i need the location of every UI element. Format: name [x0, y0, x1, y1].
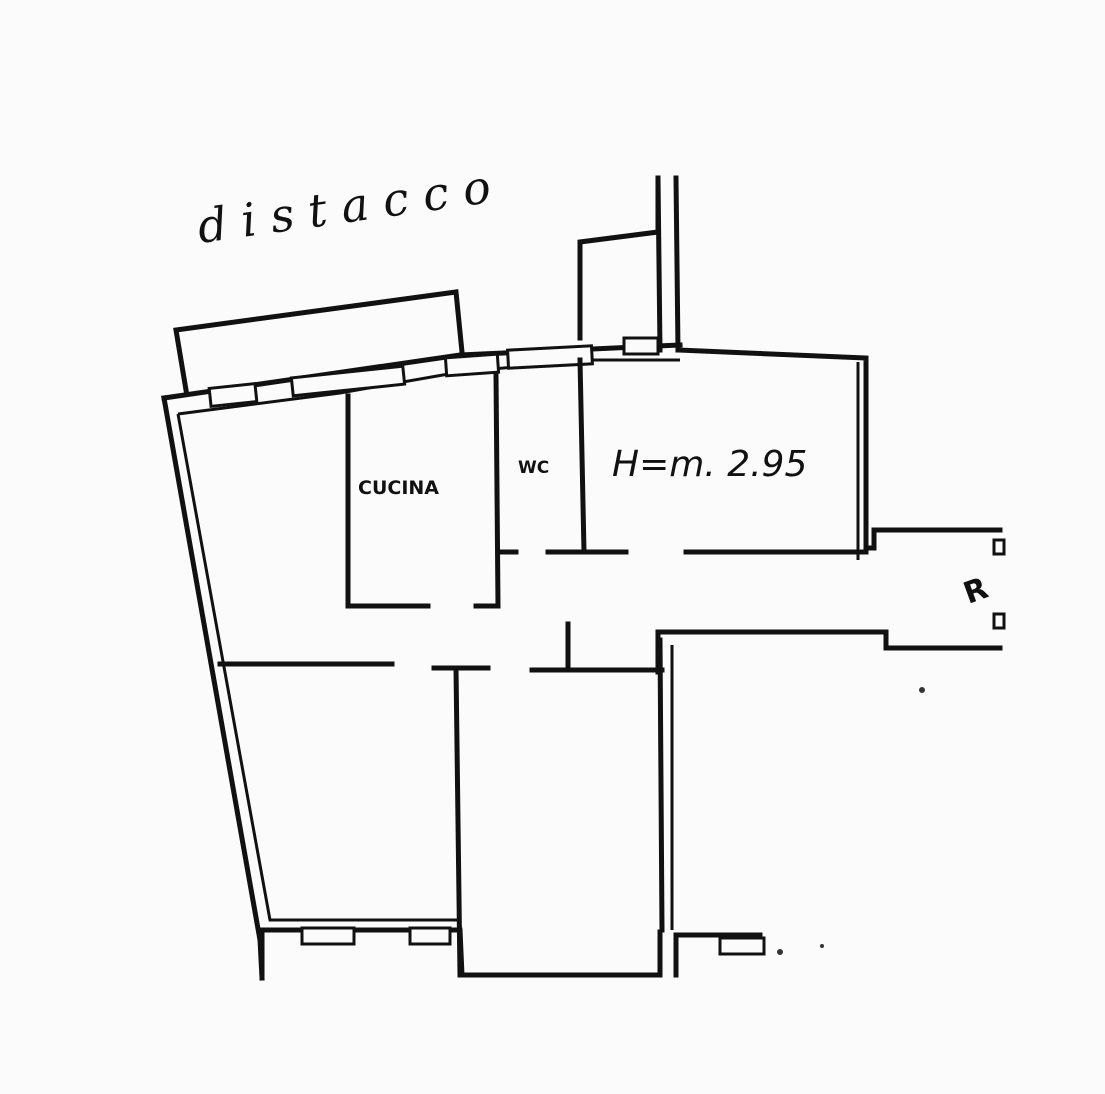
north-wall: [161, 342, 683, 401]
kitchen-east-wall: [473, 371, 501, 609]
kitchen-walls: [345, 393, 431, 609]
window: [622, 336, 660, 356]
stair-tread-marker: [992, 538, 1006, 556]
corridor-lower-wall: [655, 629, 1003, 675]
shaft-wall-outer: [673, 175, 681, 353]
ceiling-height-label: H=m. 2.95: [612, 444, 807, 485]
stair-tread-marker: [992, 612, 1006, 630]
living-room-east-wall: [675, 347, 877, 551]
wc-label: WC: [518, 458, 549, 478]
west-wall-inner: [176, 413, 458, 922]
window: [207, 381, 259, 409]
west-wall: [161, 395, 265, 981]
window: [300, 926, 356, 946]
scan-speck: [777, 949, 783, 955]
east-wall: [657, 637, 665, 933]
window: [408, 926, 452, 946]
balcony-outline: [173, 289, 465, 393]
window: [718, 936, 766, 956]
window: [289, 364, 407, 398]
window: [443, 352, 501, 378]
corridor-extension: [871, 527, 1003, 551]
scan-speck: [919, 687, 925, 693]
south-wall-right: [673, 932, 763, 978]
light-shaft-outline: [577, 175, 661, 341]
wc-east-wall: [577, 357, 587, 555]
shaft-wall: [655, 175, 663, 353]
bedroom-divider: [453, 665, 463, 978]
distacco-label: d i s t a c c o: [194, 159, 494, 254]
kitchen-label: CUCINA: [358, 477, 439, 499]
scan-speck: [820, 944, 824, 948]
stair-mark: R: [959, 571, 993, 612]
window: [506, 344, 594, 370]
